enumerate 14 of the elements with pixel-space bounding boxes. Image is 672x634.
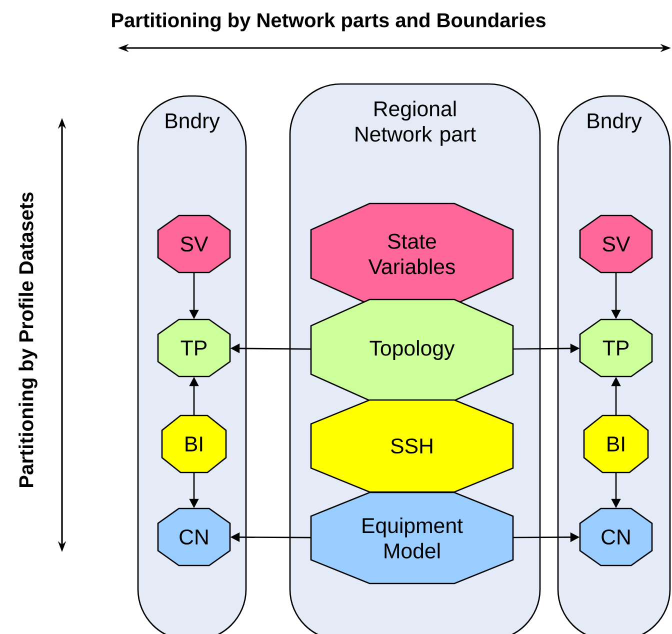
octagon-node: Topology bbox=[310, 298, 514, 402]
octagon-node: SV bbox=[157, 214, 231, 274]
octagon-node: TP bbox=[579, 318, 653, 378]
octagon-node: SV bbox=[579, 214, 653, 274]
octagon-node: BI bbox=[583, 414, 649, 474]
octagon-node: SSH bbox=[310, 399, 514, 493]
octagon-node: TP bbox=[157, 318, 231, 378]
octagon-node: CN bbox=[579, 508, 653, 566]
octagon-node: Equipment Model bbox=[310, 492, 514, 584]
octagon-node: BI bbox=[161, 414, 227, 474]
title: Partitioning by Network parts and Boundaries bbox=[112, 12, 546, 32]
octagon-node: State Variables bbox=[310, 202, 514, 306]
axis-label: Partitioning by Profile Datasets bbox=[18, 192, 38, 488]
octagon-node: CN bbox=[157, 508, 231, 566]
